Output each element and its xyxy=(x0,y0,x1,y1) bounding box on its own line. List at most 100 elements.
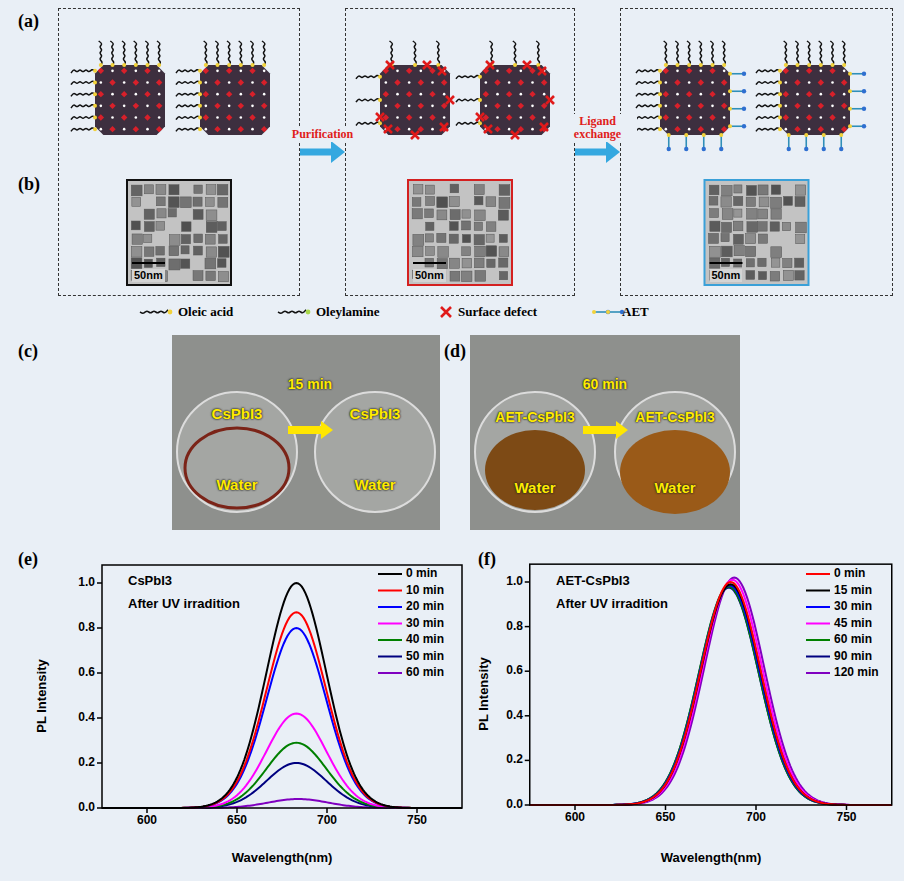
nanocrystal-scheme xyxy=(667,133,671,137)
nanocrystal-scheme xyxy=(686,114,692,120)
tem-image xyxy=(782,222,790,230)
tem-image xyxy=(758,272,766,280)
photo-label: Water xyxy=(354,477,395,494)
nanocrystal-scheme xyxy=(100,81,103,84)
tem-image xyxy=(218,259,227,268)
nanocrystal-scheme xyxy=(658,69,662,73)
nanocrystal-scheme xyxy=(262,63,266,67)
axis-tick xyxy=(416,808,418,813)
ligand xyxy=(145,41,148,65)
ligand xyxy=(176,93,200,96)
panel-box: 50nm xyxy=(58,8,300,296)
tem-image xyxy=(450,271,460,281)
tick-label: 1.0 xyxy=(78,576,95,589)
nanocrystal-scheme xyxy=(783,114,789,120)
pl-curve xyxy=(102,583,462,808)
defect-mark xyxy=(438,67,446,75)
ligand xyxy=(71,93,95,96)
beaker-photo xyxy=(470,335,740,530)
ligand xyxy=(110,41,113,65)
tem-image xyxy=(475,271,486,282)
ligand xyxy=(830,41,833,65)
nanocrystal-scheme xyxy=(719,147,723,151)
nanocrystal-scheme xyxy=(531,81,534,84)
tick-label: 0.2 xyxy=(78,756,95,769)
nanocrystal-scheme xyxy=(862,107,866,111)
nanocrystal-scheme xyxy=(494,126,500,132)
nanocrystal-scheme xyxy=(261,103,267,109)
tem-image xyxy=(182,222,191,231)
tem-image xyxy=(747,222,758,233)
nanocrystal-scheme xyxy=(214,126,220,132)
nanocrystal-scheme xyxy=(251,81,254,84)
nanocrystal-scheme xyxy=(664,63,668,67)
ligand xyxy=(795,41,798,65)
nanocrystal-scheme xyxy=(711,81,714,84)
tem-image xyxy=(461,271,472,282)
tem-image xyxy=(169,185,179,195)
nanocrystal-scheme xyxy=(787,133,791,137)
defect-mark xyxy=(523,61,531,69)
legend-sample xyxy=(378,590,402,592)
defect-mark xyxy=(538,67,546,75)
legend-sample xyxy=(378,639,402,641)
nanocrystal-scheme xyxy=(198,116,202,120)
legend-sample xyxy=(806,590,830,592)
nanocrystal-scheme xyxy=(251,128,254,131)
nanocrystal-scheme xyxy=(146,81,149,84)
tem-image xyxy=(143,234,151,242)
plot-frame xyxy=(530,564,892,805)
legend-label: Oleic acid xyxy=(178,305,233,319)
nanocrystal-scheme xyxy=(506,114,512,120)
scale-bar xyxy=(710,262,743,264)
tem-image xyxy=(746,271,755,280)
tem-image xyxy=(144,247,153,256)
axis-tick xyxy=(146,808,148,813)
nanocrystal-scheme xyxy=(240,70,243,73)
defect-mark xyxy=(540,123,548,131)
axis-tick xyxy=(755,805,757,810)
panel-letter: (f) xyxy=(478,550,496,570)
ligand xyxy=(756,70,780,73)
nanocrystal-scheme xyxy=(249,114,255,120)
ligand xyxy=(356,99,380,102)
nanocrystal-scheme xyxy=(728,107,732,111)
tem-image xyxy=(746,185,756,195)
nanocrystal-scheme xyxy=(806,68,812,74)
nanocrystal-scheme xyxy=(842,63,846,67)
nanocrystal-scheme xyxy=(111,93,114,96)
nanocrystal xyxy=(380,65,450,135)
nanocrystal-scheme xyxy=(111,63,115,67)
nanocrystal-scheme xyxy=(728,89,732,93)
tick-label: 700 xyxy=(317,814,337,827)
nanocrystal-scheme xyxy=(135,116,138,119)
tem-image xyxy=(796,235,805,244)
nanocrystal-scheme xyxy=(214,103,220,109)
photo-label: Water xyxy=(216,477,257,494)
tem-image xyxy=(462,247,471,256)
nanocrystal-scheme xyxy=(722,63,726,67)
nanocrystal-scheme xyxy=(686,91,692,97)
tem-image xyxy=(132,197,141,206)
nanocrystal-scheme xyxy=(156,79,162,85)
nanocrystal-scheme xyxy=(122,63,126,67)
nanocrystal-scheme xyxy=(226,68,232,74)
legend-sample xyxy=(378,623,402,625)
tem-image xyxy=(206,247,216,257)
tem-image xyxy=(412,209,422,219)
ligand xyxy=(756,116,780,119)
legend-label: 15 min xyxy=(834,584,872,597)
nanocrystal-scheme xyxy=(818,79,824,85)
pl-curve xyxy=(530,584,892,805)
tem-image xyxy=(709,185,719,195)
tem-image xyxy=(217,184,228,195)
nanocrystal-scheme xyxy=(216,70,219,73)
nanocrystal-scheme xyxy=(146,105,149,108)
nanocrystal-scheme xyxy=(518,103,524,109)
nanocrystal-scheme xyxy=(709,114,715,120)
tem-image xyxy=(499,185,510,196)
legend-label: 45 min xyxy=(834,617,872,630)
tem-image xyxy=(474,196,483,205)
axis-tick xyxy=(665,805,667,810)
